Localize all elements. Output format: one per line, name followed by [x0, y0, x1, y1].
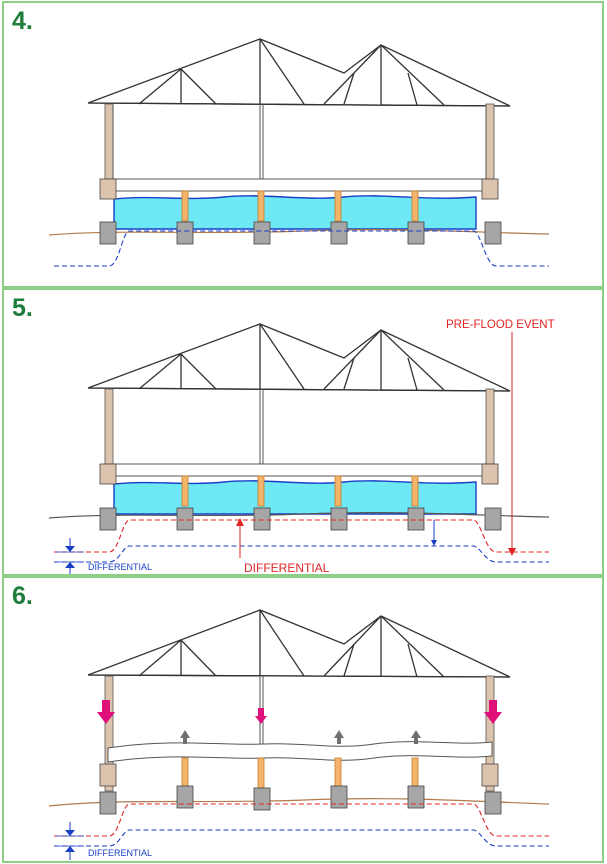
roof-truss: [87, 323, 511, 392]
magenta-down-arrows: [97, 700, 502, 724]
blue-dashed-line: [54, 829, 549, 847]
bowed-floor: [107, 741, 493, 763]
panel-4: 4.: [2, 1, 604, 288]
flood-water: [113, 480, 477, 515]
red-dashed-line: [54, 519, 549, 553]
ground-line: [48, 798, 550, 807]
panel-6: 6.: [2, 576, 604, 863]
piers: [99, 178, 502, 245]
pre-flood-label: PRE-FLOOD EVENT: [446, 319, 555, 331]
stumps: [181, 475, 419, 507]
stumps: [181, 190, 419, 222]
house-diagram-settlement: DIFFERENTIAL: [48, 609, 550, 860]
blue-drop-arrow: [431, 520, 437, 546]
piers: [99, 463, 502, 531]
house-diagram-post-flood: PRE-FLOOD EVENT DIFFERENTIAL DIFFERENTIA…: [48, 319, 555, 574]
differential-blue-label: DIFFERENTIAL: [88, 848, 152, 858]
roof-truss: [87, 38, 511, 107]
floor: [104, 463, 495, 477]
red-dashed-line: [54, 803, 549, 837]
blue-dashed-line: [54, 545, 549, 563]
walls: [104, 103, 495, 195]
ground-line: [48, 229, 550, 236]
differential-red-label: DIFFERENTIAL: [244, 561, 330, 574]
red-differential-arrow: [236, 518, 244, 558]
grey-up-arrows: [180, 730, 421, 744]
panel-5: 5.: [2, 288, 604, 576]
blue-dashed-line: [54, 230, 549, 267]
blue-differential-marker: [56, 538, 84, 574]
house-diagram-flooded: [48, 38, 550, 267]
walls: [104, 675, 495, 792]
blue-differential-marker: [56, 822, 84, 860]
pre-flood-arrow: [508, 332, 516, 556]
panel-number: 6.: [12, 582, 33, 610]
panel-number: 4.: [12, 7, 33, 35]
floor: [104, 178, 495, 192]
differential-blue-label: DIFFERENTIAL: [88, 562, 152, 572]
panel-number: 5.: [12, 294, 33, 322]
piers: [99, 763, 502, 815]
roof-truss: [87, 609, 511, 678]
ground-line: [48, 512, 550, 519]
stumps: [181, 757, 419, 789]
flood-water: [113, 195, 477, 230]
